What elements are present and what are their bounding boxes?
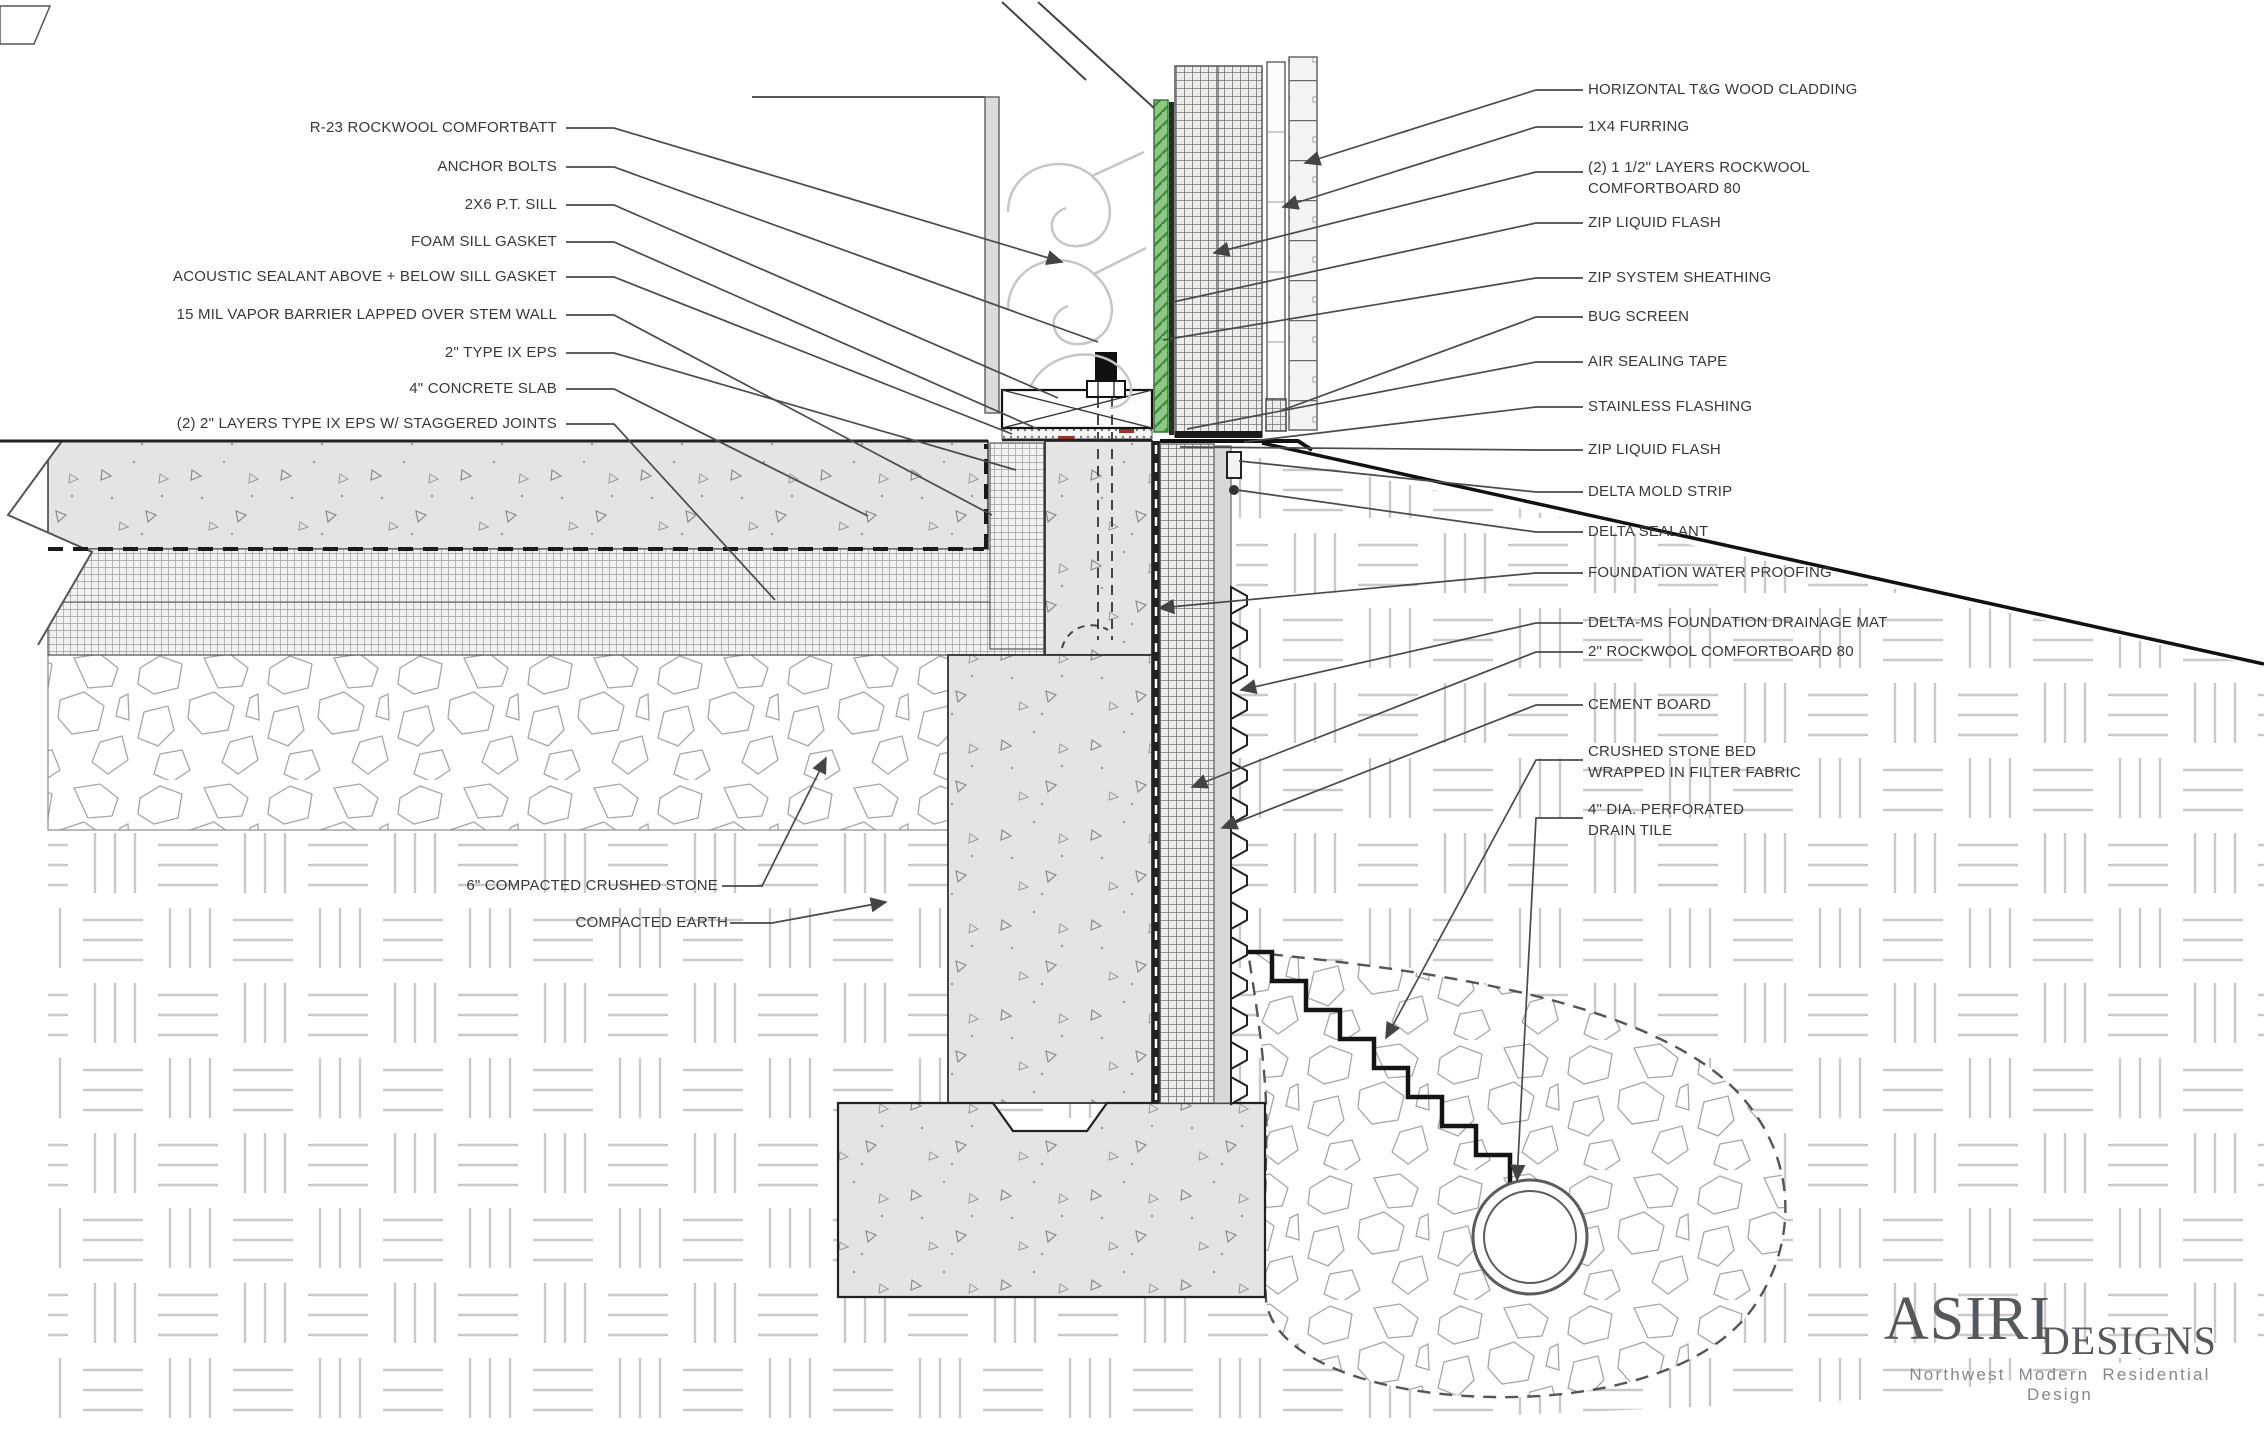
- logo-suffix: DESIGNS: [2040, 1318, 2217, 1363]
- callout-label: CEMENT BOARD: [1588, 696, 1711, 713]
- logo-tagline: Northwest Modern Residential Design: [1909, 1365, 2211, 1404]
- drainage-mat-dimples: [1230, 585, 1248, 1106]
- bug-screen: [1265, 398, 1287, 432]
- stainless-flashing: [1160, 439, 1314, 452]
- callout-label: ACOUSTIC SEALANT ABOVE + BELOW SILL GASK…: [173, 268, 557, 285]
- callout-label: 2" TYPE IX EPS: [444, 344, 557, 361]
- break-line: [1001, 1, 1155, 109]
- slab-edge-eps: [989, 442, 1045, 650]
- callout-label: 6" COMPACTED CRUSHED STONE: [466, 877, 718, 894]
- callout-label: BUG SCREEN: [1588, 308, 1690, 325]
- zip-liquid-flash-strip: [1169, 102, 1174, 435]
- acoustic-sealant-right: [1119, 427, 1134, 433]
- delta-mold-strip: [1226, 451, 1242, 479]
- callout-label: ANCHOR BOLTS: [437, 158, 557, 175]
- leader-lines: [566, 89, 1583, 1182]
- drain-tile-inner: [1483, 1190, 1577, 1284]
- callout-label: 4" DIA. PERFORATED DRAIN TILE: [1588, 801, 1745, 839]
- callout-label: FOAM SILL GASKET: [410, 233, 557, 250]
- callout-label: FOUNDATION WATER PROOFING: [1588, 564, 1832, 581]
- callout-label: 2X6 P.T. SILL: [464, 196, 557, 213]
- foundation-comfortboard: [1159, 443, 1215, 1104]
- callout-label: 4" CONCRETE SLAB: [409, 380, 557, 397]
- corner-break-mark: [0, 5, 52, 45]
- filter-fabric-step-line: [1238, 949, 1513, 1184]
- callout-label: 1X4 FURRING: [1588, 118, 1690, 135]
- anchor-bolt-head: [1095, 352, 1117, 382]
- callout-label: DELTA SEALANT: [1588, 523, 1709, 540]
- callout-label: COMPACTED EARTH: [575, 914, 728, 931]
- callout-label: HORIZONTAL T&G WOOD CLADDING: [1588, 81, 1858, 98]
- callout-label: ZIP SYSTEM SHEATHING: [1588, 269, 1772, 286]
- logo-name: ASIRI: [1884, 1285, 2051, 1353]
- stem-wall-lower: [947, 654, 1153, 1104]
- furring: [1266, 61, 1286, 431]
- anchor-bolt-embed: [1097, 398, 1113, 640]
- wood-cladding: [1288, 56, 1318, 431]
- anchor-bolt-nut: [1086, 380, 1126, 398]
- company-logo: ASIRIDESIGNS Northwest Modern Residentia…: [1884, 1284, 2236, 1405]
- callout-label: ZIP LIQUID FLASH: [1588, 214, 1721, 231]
- grade-line: [1261, 441, 2264, 666]
- callout-label: (2) 2" LAYERS TYPE IX EPS W/ STAGGERED J…: [176, 415, 557, 432]
- callout-label: (2) 1 1/2" LAYERS ROCKWOOL COMFORTBOARD …: [1588, 159, 1810, 197]
- batt-insulation: [1006, 150, 1147, 410]
- callout-label: DELTA MOLD STRIP: [1588, 483, 1733, 500]
- interior-gypsum: [984, 96, 1000, 414]
- zip-sheathing: [1153, 99, 1169, 433]
- callout-label: DELTA-MS FOUNDATION DRAINAGE MAT: [1588, 614, 1888, 631]
- callout-label: STAINLESS FLASHING: [1588, 398, 1753, 415]
- footing: [836, 1101, 1267, 1299]
- callout-label: CRUSHED STONE BED WRAPPED IN FILTER FABR…: [1588, 743, 1801, 781]
- callout-label: 15 MIL VAPOR BARRIER LAPPED OVER STEM WA…: [176, 306, 557, 323]
- concrete-slab: [47, 440, 989, 550]
- callout-label: 2" ROCKWOOL COMFORTBOARD 80: [1588, 643, 1854, 660]
- callout-label: R-23 ROCKWOOL COMFORTBATT: [309, 119, 557, 136]
- callout-label: AIR SEALING TAPE: [1588, 353, 1728, 370]
- delta-sealant: [1229, 485, 1239, 495]
- callout-label: ZIP LIQUID FLASH: [1588, 441, 1721, 458]
- crushed-stone-band: [47, 654, 949, 831]
